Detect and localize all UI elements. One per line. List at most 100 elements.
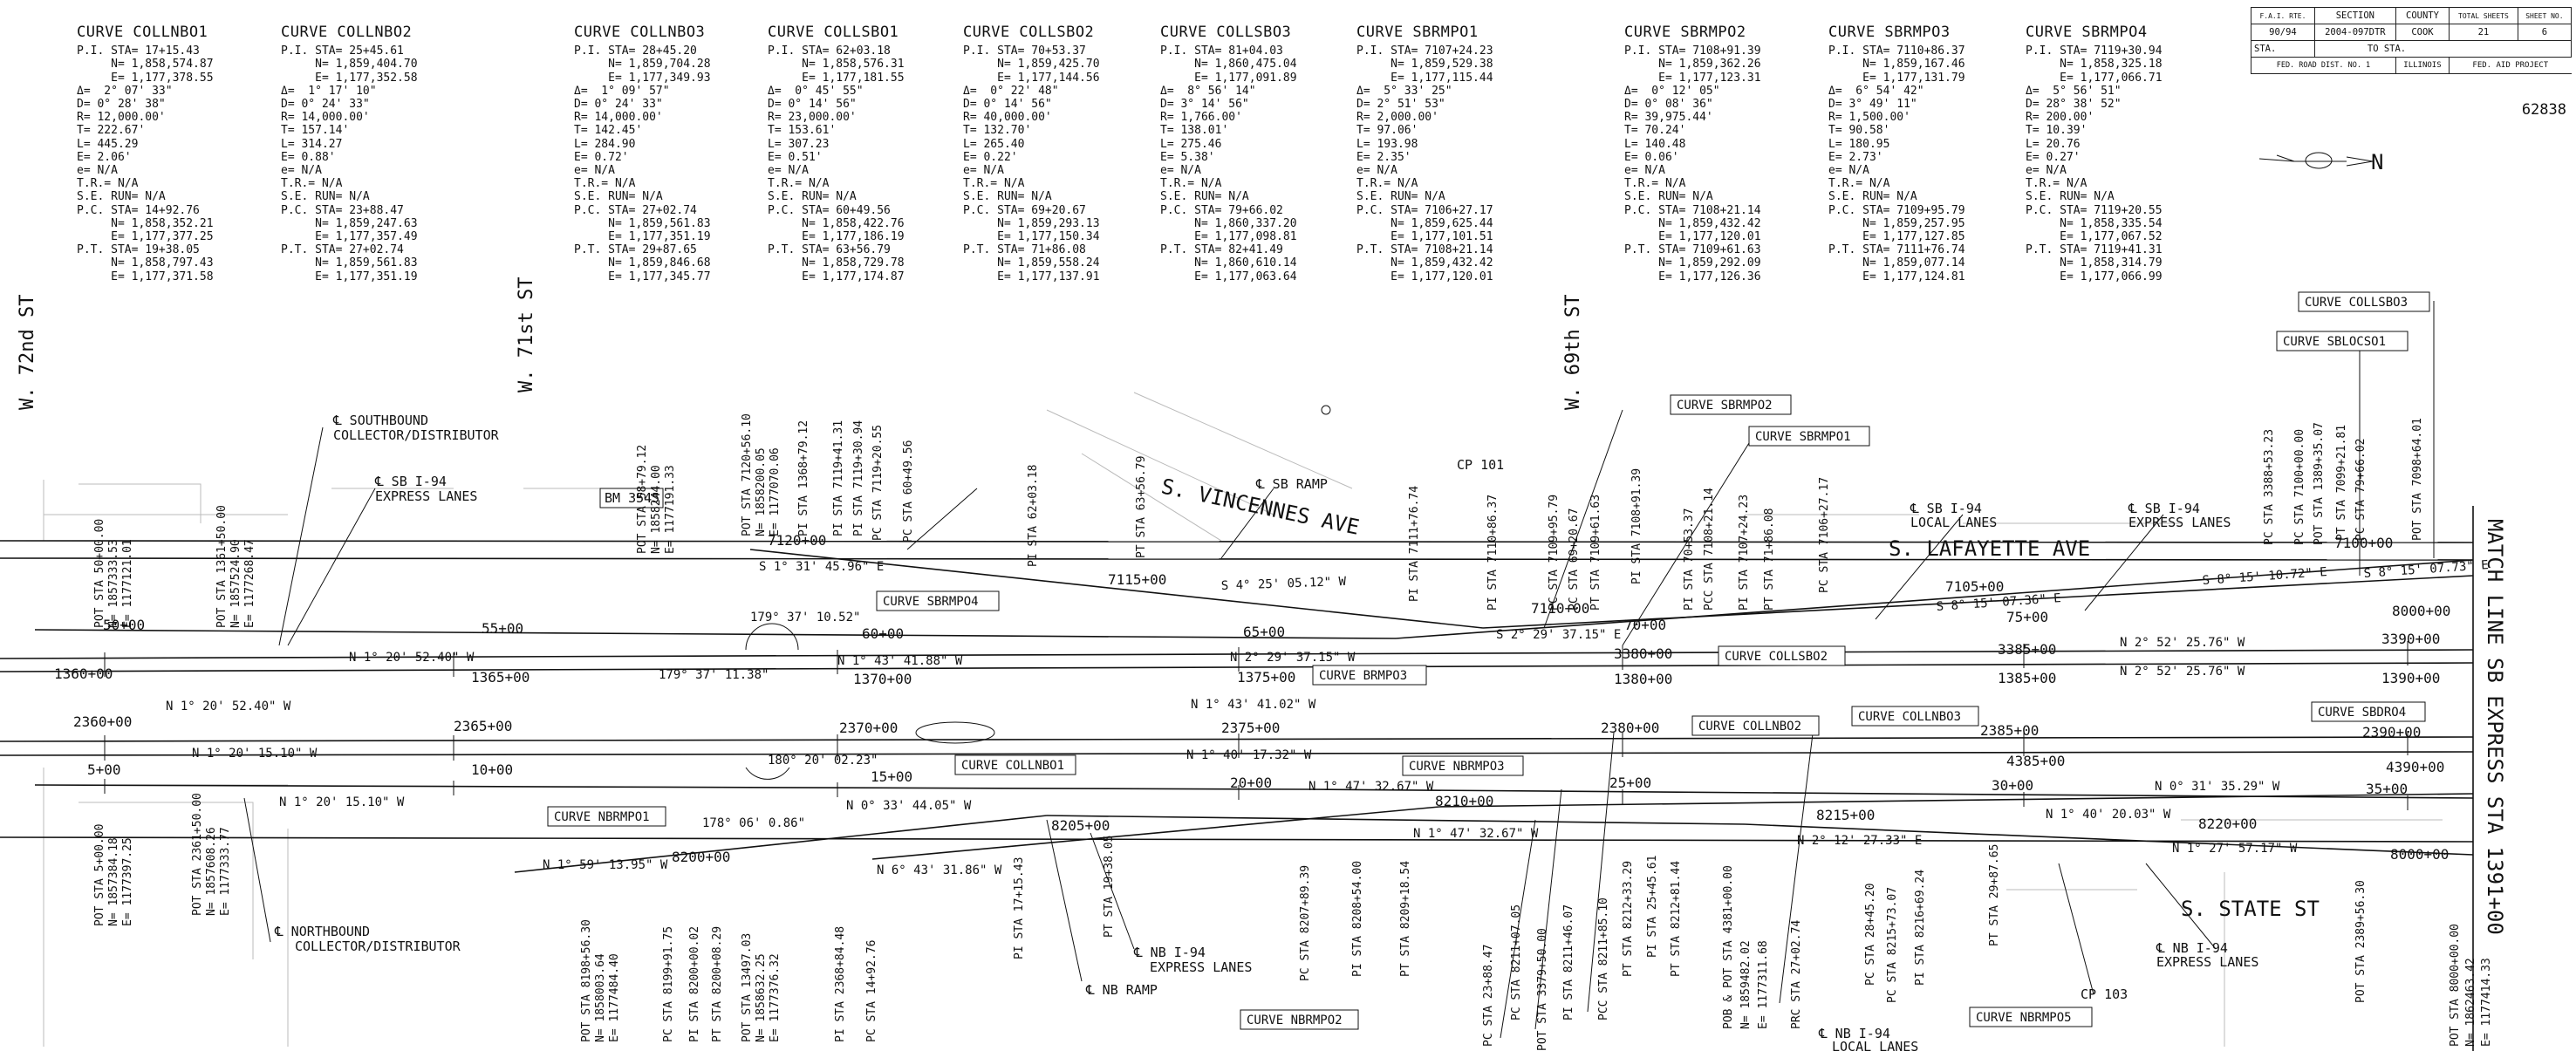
curve-table-line: N= 1,858,314.79 [2026,256,2163,270]
curve-table-line: T= 138.01' [1160,124,1229,138]
tag-nbrmp01: CURVE NBRMPO1 [554,810,650,824]
bearing-4: N 1° 20' 15.10" W [279,795,405,809]
callout-v53: PC STA 14+92.76 [865,940,878,1042]
callout-v21: PI STA 7110+86.37 [1486,495,1500,611]
street-w72: W. 72nd ST [17,295,38,410]
bearing-18: N 1° 40' 20.03" W [2046,808,2171,822]
curve-table-line: E= 2.06' [77,150,132,164]
state-value: ILLINOIS [2395,57,2450,74]
curve-table-line: N= 1,859,167.46 [1828,58,1965,72]
curve-table-line: D= 0° 08' 36" [1624,98,1713,112]
curve-table-line: T.R.= N/A [281,177,343,191]
sta-20: 20+00 [1230,775,1272,791]
curve-table-line: Δ= 1° 09' 57" [574,84,670,98]
curve-table-line: T= 157.14' [281,124,350,138]
curve-table-line: T.R.= N/A [77,177,139,191]
street-lafayette: S. LAFAYETTE AVE [1889,536,2090,561]
curve-table-line: T.R.= N/A [1356,177,1418,191]
callout-v67: POB & POT STA 4381+00.00 [1722,865,1735,1029]
callout-v23: PC STA 69+20.67 [1568,508,1581,611]
callout-v22: PC STA 7109+95.79 [1548,495,1561,611]
curve-table-line: E= 1,177,186.19 [768,230,905,244]
tag-nbrmp03: CURVE NBRMPO3 [1409,760,1505,774]
sta-7100: 7100+00 [2334,535,2393,551]
curve-table-line: L= 140.48 [1624,137,1686,151]
curve-table-line: N= 1,859,077.14 [1828,256,1965,270]
curve-table-title: CURVE SBRMPO4 [2026,24,2148,41]
curve-table-line: e= N/A [1160,164,1201,178]
sta-3390: 3390+00 [2381,631,2440,647]
curve-table-line: T.R.= N/A [768,177,830,191]
curve-table-line: P.C. STA= 23+88.47 [281,203,404,217]
tag-sbrmp01: CURVE SBRMPO1 [1755,430,1851,444]
sta-7115: 7115+00 [1108,571,1166,588]
curve-table-line: E= 1,177,174.87 [768,270,905,283]
curve-table-line: E= 0.22' [963,150,1018,164]
curve-table-title: CURVE SBRMPO2 [1624,24,1746,41]
county-label: COUNTY [2395,7,2450,24]
label-sb-local: ℄ SB I-94 [1910,501,1982,516]
bearing-10: N 1° 47' 32.67" W [1413,827,1539,841]
curve-table-line: E= 5.38' [1160,150,1215,164]
curve-table-line: P.C. STA= 14+92.76 [77,203,200,217]
match-line-label: MATCH LINE SB EXPRESS STA 1391+00 [2483,519,2507,935]
curve-table-line: P.T. STA= 63+56.79 [768,243,891,257]
sta-30: 30+00 [1992,777,2033,794]
curve-table-line: Δ= 0° 12' 05" [1624,84,1720,98]
callout-v37: POT STA 2361+50.00 [191,793,204,916]
callout-v32: PC STA 7100+00.00 [2293,429,2306,545]
sta-8215: 8215+00 [1816,807,1875,823]
bearing-labels: N 1° 20' 52.40" W N 1° 20' 52.40" W N 1°… [166,558,2489,877]
curve-table-line: R= 1,766.00' [1160,111,1242,125]
callout-v26: PI STA 70+53.37 [1683,508,1696,611]
sta-8205: 8205+00 [1051,817,1110,834]
callout-v07: POT STA 58+79.12 [636,445,649,554]
sta-60: 60+00 [862,625,904,642]
bearing-15: N 2° 52' 25.76" W [2120,636,2245,650]
curve-table-line: Δ= 0° 22' 48" [963,84,1059,98]
label-nb-express: ℄ NB I-94 [1133,945,1206,960]
callout-v48: PT STA 8200+08.29 [711,926,724,1042]
tag-collsb02: CURVE COLLSBO2 [1725,650,1828,664]
callout-v65: PI STA 25+45.61 [1646,856,1659,958]
curve-table-line: e= N/A [1624,164,1665,178]
sta-2365: 2365+00 [454,718,512,734]
curve-table-line: N= 1,858,797.43 [77,256,214,270]
curve-table-line: P.C. STA= 7106+27.17 [1356,203,1493,217]
curve-table-line: Δ= 8° 56' 14" [1160,84,1256,98]
sta-5: 5+00 [87,761,121,778]
sta-8210: 8210+00 [1435,793,1493,809]
curve-table-line: P.T. STA= 7111+76.74 [1828,243,1965,257]
callout-v15: PI STA 7119+30.94 [852,420,865,536]
sta-3385: 3385+00 [1998,641,2056,658]
callout-v03: E= 1177121.01 [121,539,134,628]
curve-table-line: N= 1,859,425.70 [963,58,1100,72]
curve-table-line: P.I. STA= 70+53.37 [963,44,1086,58]
sta-4385: 4385+00 [2006,753,2065,769]
sta-25: 25+00 [1609,775,1651,791]
sta-1375: 1375+00 [1237,669,1295,686]
curve-table-line: N= 1,858,422.76 [768,216,905,230]
curve-table-line: e= N/A [1356,164,1397,178]
curve-table-line: Δ= 5° 33' 25" [1356,84,1452,98]
curve-table-line: T.R.= N/A [963,177,1025,191]
curve-table-line: e= N/A [574,164,615,178]
callout-v55: PT STA 19+38.05 [1103,836,1116,938]
curve-table-line: N= 1,858,325.18 [2026,58,2163,72]
curve-table-line: P.I. STA= 81+04.03 [1160,44,1283,58]
sta-65: 65+00 [1243,624,1285,640]
curve-table-line: N= 1,860,475.04 [1160,58,1297,72]
curve-table-line: T= 222.67' [77,124,146,138]
callout-v33: POT STA 1389+35.07 [2313,422,2326,545]
callout-v38: N= 1857608.26 [205,827,218,916]
curve-table-line: P.T. STA= 27+02.74 [281,243,404,257]
curve-table-line: N= 1,858,574.87 [77,58,214,72]
curve-table-line: L= 265.40 [963,137,1025,151]
curve-table-line: E= 1,177,144.56 [963,71,1100,85]
angle-1: 179° 37' 10.52" [750,611,860,624]
